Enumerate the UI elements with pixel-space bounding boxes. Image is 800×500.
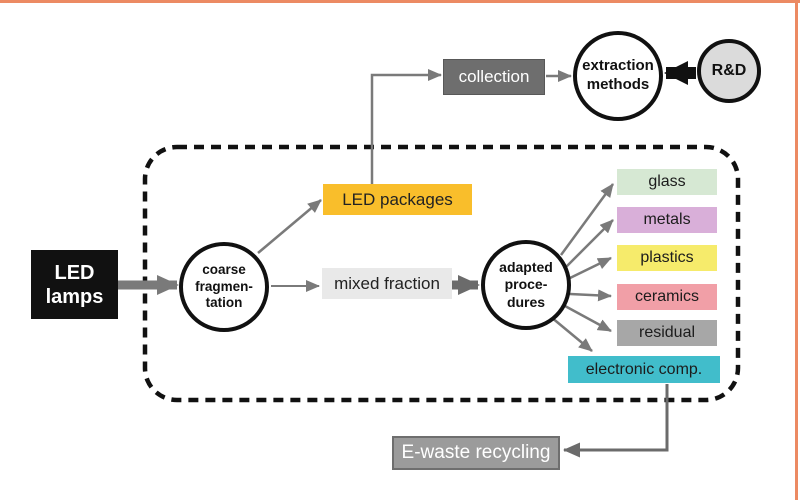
arrow-adapted-to-plastics (569, 256, 612, 280)
arrow-adapted-to-ceramics (569, 289, 612, 302)
node-coarse-fragmentation: coarse fragmen- tation (179, 242, 269, 332)
system-boundary-dashed (142, 144, 741, 403)
node-led-packages: LED packages (323, 184, 472, 215)
node-extraction-methods: extraction methods (573, 31, 663, 121)
node-rnd: R&D (697, 39, 761, 103)
node-output-metals: metals (617, 207, 717, 233)
node-output-plastics: plastics (617, 245, 717, 271)
node-output-ceramics: ceramics (617, 284, 717, 310)
node-output-electronic-comp: electronic comp. (568, 356, 720, 383)
arrow-adapted-to-glass (559, 183, 615, 256)
node-output-glass: glass (617, 169, 717, 195)
node-led-lamps: LED lamps (31, 250, 118, 319)
node-adapted-procedures: adapted proce- dures (481, 240, 571, 330)
node-output-residual: residual (617, 320, 717, 346)
arrow-adapted-to-electronic (550, 316, 593, 352)
arrow-electronic-to-ewaste (563, 384, 669, 458)
node-collection: collection (443, 59, 545, 95)
frame-top-accent (0, 0, 800, 3)
arrow-adapted-to-metals (565, 219, 614, 268)
arrow-packages-to-collection (370, 69, 442, 184)
node-ewaste-recycling: E-waste recycling (392, 436, 560, 470)
frame-right-accent (795, 0, 798, 500)
node-mixed-fraction: mixed fraction (322, 268, 452, 299)
arrow-adapted-to-residual (564, 304, 612, 333)
arrow-fragmentation-to-packages (257, 199, 322, 254)
